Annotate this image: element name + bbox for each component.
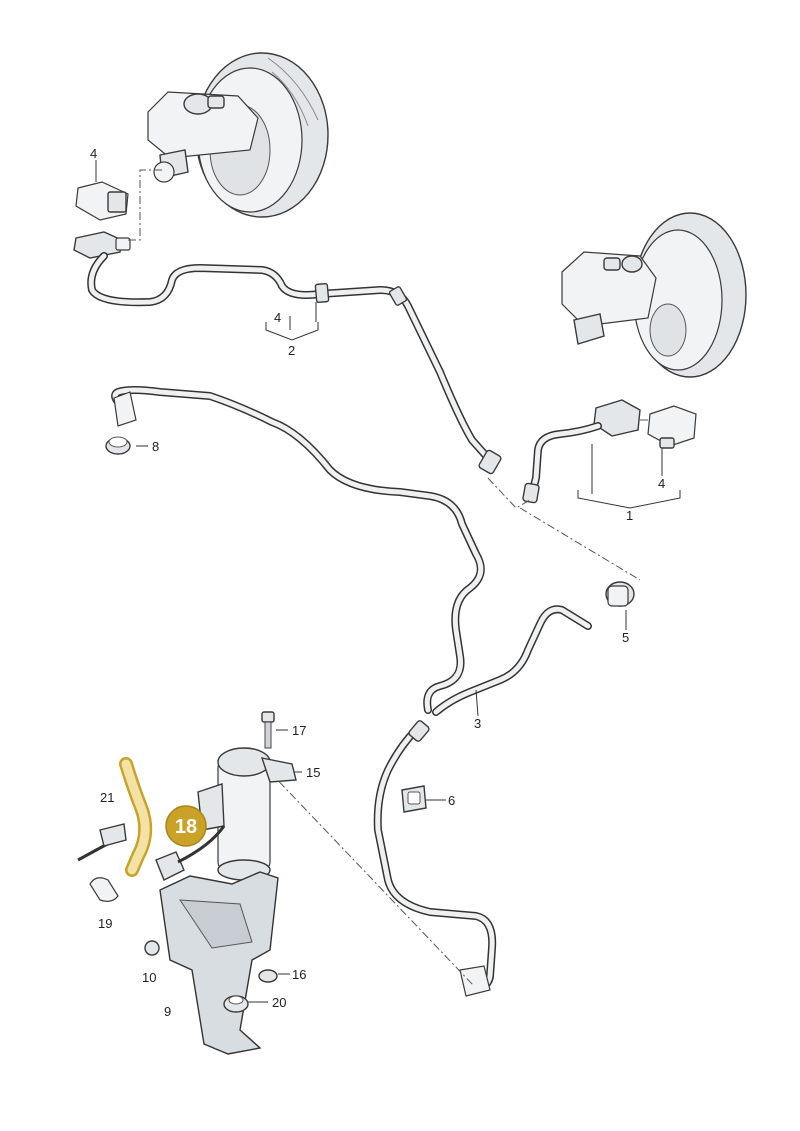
hose-18-highlighted[interactable] xyxy=(119,757,153,877)
callout-4-right: 4 xyxy=(658,476,665,491)
highlight-label: 18 xyxy=(175,816,197,838)
callout-4-upper: 4 xyxy=(90,146,97,161)
connector-plug[interactable] xyxy=(155,825,226,881)
pressure-sensor-upper[interactable] xyxy=(75,181,129,221)
callout-15: 15 xyxy=(306,765,320,780)
grommet-20[interactable] xyxy=(223,995,249,1013)
callout-17: 17 xyxy=(292,723,306,738)
hose-end-right xyxy=(522,482,540,504)
callout-6: 6 xyxy=(448,793,455,808)
hose-end-left[interactable] xyxy=(113,391,137,427)
leader-lines xyxy=(95,160,681,1003)
pressure-sensor-right[interactable] xyxy=(647,405,697,449)
cable-tie-21[interactable] xyxy=(77,823,127,862)
master-cylinder-reservoir-right[interactable] xyxy=(561,251,657,345)
callout-3: 3 xyxy=(474,716,481,731)
callout-10: 10 xyxy=(142,970,156,985)
highlight-badge-18[interactable]: 18 xyxy=(165,805,207,847)
check-valve-upper[interactable] xyxy=(73,231,131,259)
grommet-16[interactable] xyxy=(258,969,278,983)
bolt-17[interactable] xyxy=(261,711,275,749)
callout-8: 8 xyxy=(152,439,159,454)
callout-20: 20 xyxy=(272,995,286,1010)
check-valve-right[interactable] xyxy=(593,399,641,437)
nut-10[interactable] xyxy=(144,940,160,956)
callout-4-middle: 4 xyxy=(274,310,281,325)
callout-2: 2 xyxy=(288,343,295,358)
callout-19: 19 xyxy=(98,916,112,931)
clamp-8[interactable] xyxy=(105,436,131,455)
bracket-9[interactable] xyxy=(159,871,279,1055)
callout-16: 16 xyxy=(292,967,306,982)
hose-connector-upper xyxy=(314,282,502,475)
hose-elbow-lower[interactable] xyxy=(459,965,491,997)
clip-6[interactable] xyxy=(401,785,427,813)
callout-21: 21 xyxy=(100,790,114,805)
clip-19[interactable] xyxy=(89,877,119,902)
brake-booster-right[interactable] xyxy=(633,212,747,378)
master-cylinder-reservoir-upper[interactable] xyxy=(147,91,259,183)
non-return-valve-5[interactable] xyxy=(605,581,635,607)
hose-connector-lower xyxy=(408,720,430,742)
callout-5: 5 xyxy=(622,630,629,645)
callout-1: 1 xyxy=(626,508,633,523)
callout-9: 9 xyxy=(164,1004,171,1019)
vacuum-pump[interactable] xyxy=(197,747,297,881)
